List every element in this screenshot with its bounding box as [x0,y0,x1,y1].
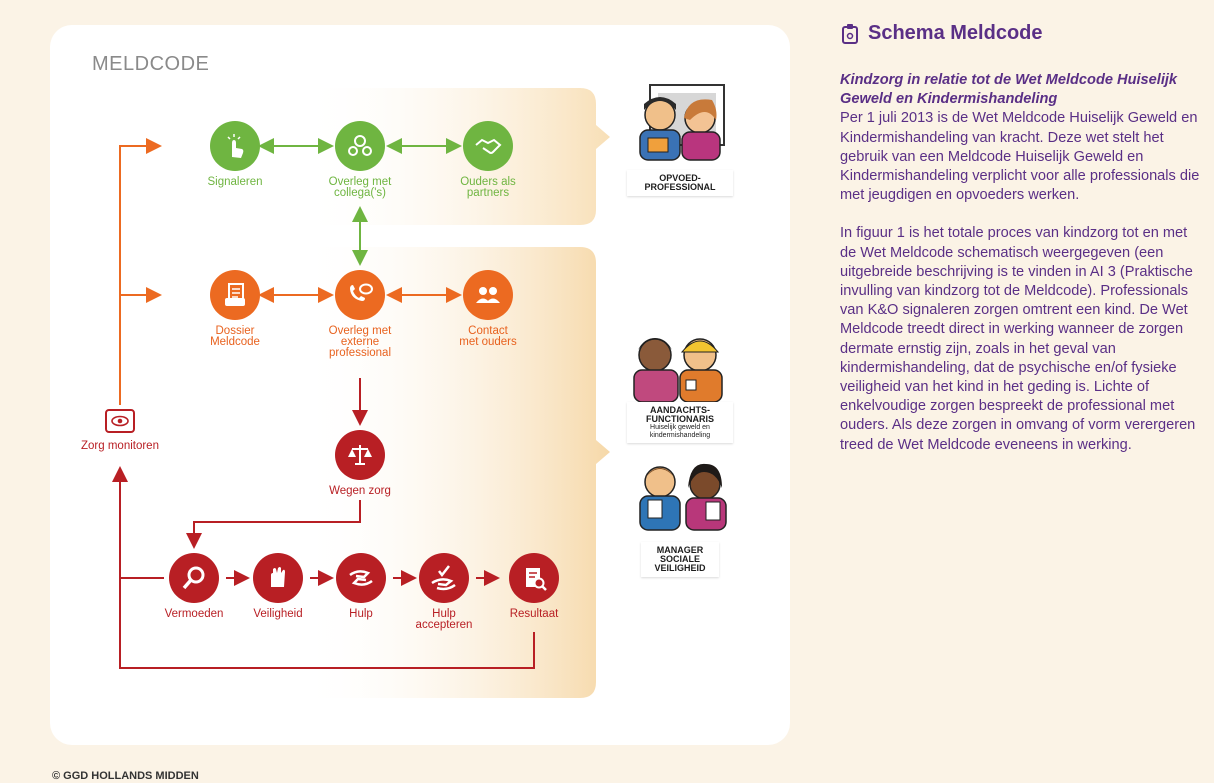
node-overleg-collega-label: Overleg met collega('s) [328,176,392,199]
node-hulp-accepteren-label: Hulp accepteren [415,608,473,631]
opvoed-professional-illustration [639,84,725,161]
paragraph-2: In figuur 1 is het totale proces van kin… [840,225,1196,453]
node-contact-ouders-label: Contact met ouders [459,325,517,348]
paragraph-1: Kindzorg in relatie tot de Wet Meldcode … [840,71,1200,205]
role-aandacht-label: AANDACHTS- FUNCTIONARIS [646,405,714,424]
node-wegen-zorg-label: Wegen zorg [329,485,391,497]
node-overleg-extern-label: Overleg met externe professional [328,325,392,359]
document-icon [210,270,260,320]
role-aandachtsfunctionaris: AANDACHTS- FUNCTIONARIS Huiselijk geweld… [627,402,733,443]
tap-hand-icon [210,121,260,171]
panel-title-text: Schema Meldcode [868,22,1043,44]
node-zorg-monitoren-label: Zorg monitoren [81,440,159,452]
meldcode-diagram [105,84,727,698]
node-ouders-partners-label: Ouders als partners [460,176,516,199]
role-manager: MANAGER SOCIALE VEILIGHEID [641,542,719,577]
node-resultaat-label: Resultaat [509,608,559,620]
role-manager-label: MANAGER SOCIALE VEILIGHEID [654,545,706,573]
phone-chat-icon [335,270,385,320]
people-icon [463,270,513,320]
helping-hands-icon [336,553,386,603]
colleagues-icon [335,121,385,171]
node-hulp-label: Hulp [349,608,373,620]
role-aandacht-sublabel: Huiselijk geweld en kindermishandeling [649,424,711,439]
copyright-footer: © GGD HOLLANDS MIDDEN [52,770,199,782]
panel-title: Schema Meldcode [840,22,1200,45]
node-signaleren-label: Signaleren [207,176,263,188]
hand-check-icon [419,553,469,603]
scales-icon [335,430,385,480]
lead-text: Kindzorg in relatie tot de Wet Meldcode … [840,72,1178,108]
node-dossier-label: Dossier Meldcode [210,325,260,348]
paragraph-1-text: Per 1 juli 2013 is de Wet Meldcode Huise… [840,110,1200,204]
magnifier-icon [169,553,219,603]
band-top [300,88,610,225]
manager-illustration [639,463,727,531]
clipboard-icon [842,23,858,44]
clipboard-search-icon [509,553,559,603]
node-veiligheid-label: Veiligheid [253,608,303,620]
hand-stop-icon [253,553,303,603]
role-opvoed-label: OPVOED- PROFESSIONAL [644,173,716,192]
info-panel: Schema Meldcode Kindzorg in relatie tot … [840,22,1200,474]
role-opvoed-professional: OPVOED- PROFESSIONAL [627,170,733,196]
node-vermoeden-label: Vermoeden [164,608,224,620]
aandachtsfunctionaris-illustration [633,338,723,403]
meldcode-title: MELDCODE [92,53,210,75]
handshake-icon [463,121,513,171]
